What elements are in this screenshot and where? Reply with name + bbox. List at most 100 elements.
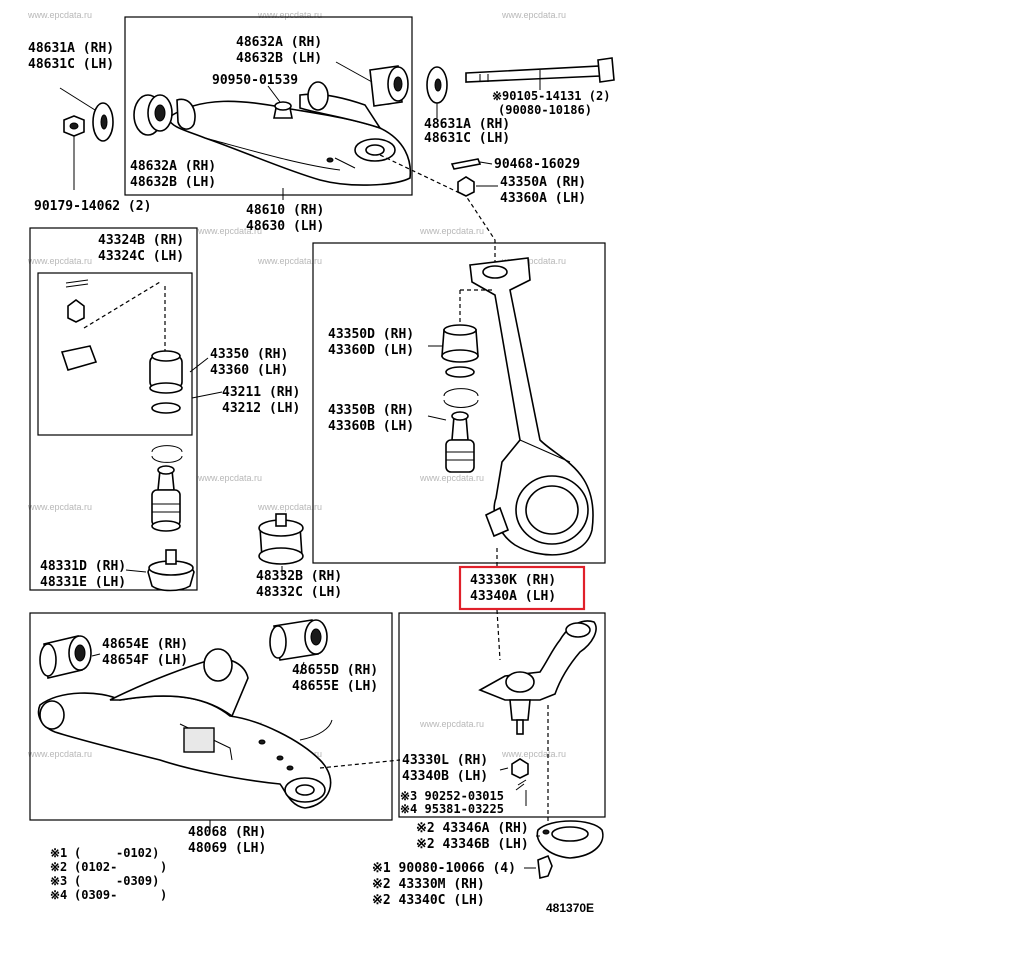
label-upper-bushing-top-lh[interactable]: 48632B (LH) (236, 51, 322, 66)
footnotes: ※1 ( -0102) ※2 (0102- ) ※3 ( -0309) ※4 (… (50, 846, 167, 902)
joint-base (151, 520, 181, 532)
label-joint-kit-rh[interactable]: 43324B (RH) (98, 233, 184, 248)
diagram-code: 481370E (546, 901, 594, 915)
pin-icon (65, 283, 89, 288)
label-upper-joint-rh[interactable]: 43350B (RH) (328, 403, 414, 418)
label-upper-bushing-left-rh[interactable]: 48632A (RH) (130, 159, 216, 174)
leader (479, 161, 493, 165)
knuckle-group (427, 257, 594, 556)
label-arm-assy-rh[interactable]: ※2 43330M (RH) (372, 877, 485, 892)
footnote-open: ( (74, 874, 81, 888)
cotter-pin-icon (515, 779, 527, 791)
leader (299, 661, 305, 675)
bushing-icon (269, 625, 287, 659)
washer-hole (434, 78, 442, 92)
joint-kit-box (37, 272, 193, 436)
label-steering-pin-4[interactable]: ※4 95381-03225 (400, 802, 504, 816)
label-lower-bushing-a-rh[interactable]: 48654E (RH) (102, 637, 188, 652)
leader (189, 357, 209, 373)
ball-stud-thread (516, 719, 524, 735)
label-steering-arm-rh[interactable]: 43330L (RH) (402, 753, 488, 768)
label-dust-cover-lh[interactable]: ※2 43346B (LH) (416, 837, 529, 852)
label-grease-fitting[interactable]: 90950-01539 (212, 73, 298, 88)
label-steering-pin-3[interactable]: ※3 90252-03015 (400, 789, 504, 803)
arm-hole (258, 739, 266, 745)
footnote-open: ( (74, 846, 81, 860)
leader (125, 569, 147, 573)
label-lower-bushing-b-rh[interactable]: 48655D (RH) (292, 663, 378, 678)
footnote-mark: ※3 (50, 874, 67, 888)
arm-bracket-icon (183, 727, 215, 753)
label-nut-left[interactable]: 90179-14062 (2) (34, 199, 151, 214)
upper-arm-box (124, 16, 413, 196)
hub-bore-inner (525, 485, 579, 535)
label-upper-washer-left-lh[interactable]: 48631C (LH) (28, 57, 114, 72)
label-bolt-alt[interactable]: (90080-10186) (498, 103, 592, 117)
leader (191, 391, 223, 399)
label-lower-bushing-a-lh[interactable]: 48654F (LH) (102, 653, 188, 668)
label-cotter-pin[interactable]: 90468-16029 (494, 157, 580, 172)
label-arm-assy-lh[interactable]: ※2 43340C (LH) (372, 893, 485, 908)
arm-hole (276, 755, 284, 761)
boot-top (151, 350, 181, 362)
castle-nut-icon (511, 758, 529, 779)
ring-icon (151, 402, 181, 414)
bolt-head-icon (597, 57, 615, 83)
label-bumper-left-lh[interactable]: 48331E (LH) (40, 575, 126, 590)
label-upper-bushing-left-lh[interactable]: 48632B (LH) (130, 175, 216, 190)
pin-icon (65, 279, 89, 284)
lower-joint-box (29, 227, 198, 591)
watermark: www.epcdata.ru (257, 502, 322, 512)
label-boot-lh[interactable]: 43212 (LH) (222, 401, 300, 416)
bumper-group (125, 513, 304, 592)
label-castle-nut-rh[interactable]: 43350A (RH) (500, 175, 586, 190)
bolt-icon (465, 65, 601, 83)
snap-ring-icon (151, 455, 183, 463)
ball-stud-top (451, 411, 469, 421)
selected-part-highlight[interactable] (458, 565, 586, 611)
watermark: www.epcdata.ru (27, 502, 92, 512)
label-knuckle-rh[interactable]: 43330K (RH) (470, 573, 556, 588)
label-bumper-right-rh[interactable]: 48332B (RH) (256, 569, 342, 584)
knuckle-box (312, 242, 606, 564)
bolt-icon (537, 854, 553, 879)
label-upper-arm-rh[interactable]: 48610 (RH) (246, 203, 324, 218)
label-lower-arm-rh[interactable]: 48068 (RH) (188, 825, 266, 840)
label-upper-joint-lh[interactable]: 43360B (LH) (328, 419, 414, 434)
label-knuckle-lh[interactable]: 43340A (LH) (470, 589, 556, 604)
ring-icon (445, 366, 475, 378)
label-lower-joint-rh[interactable]: 43350 (RH) (210, 347, 288, 362)
label-upper-bushing-top-rh[interactable]: 48632A (RH) (236, 35, 322, 50)
arm-eye-icon (39, 700, 65, 730)
label-arm-bolt[interactable]: ※1 90080-10066 (4) (372, 861, 516, 876)
leader (91, 653, 101, 657)
label-bolt[interactable]: ※90105-14131 (2) (492, 89, 610, 103)
arm-hole (286, 765, 294, 771)
leader (59, 87, 96, 111)
label-boot-rh[interactable]: 43211 (RH) (222, 385, 300, 400)
dust-cover-hole (551, 826, 589, 842)
label-joint-kit-lh[interactable]: 43324C (LH) (98, 249, 184, 264)
label-bumper-left-rh[interactable]: 48331D (RH) (40, 559, 126, 574)
assembly-line (83, 281, 161, 329)
label-upper-boot-rh[interactable]: 43350D (RH) (328, 327, 414, 342)
label-lower-bushing-b-lh[interactable]: 48655E (LH) (292, 679, 378, 694)
steering-arm-box (398, 612, 606, 818)
label-lower-joint-lh[interactable]: 43360 (LH) (210, 363, 288, 378)
watermark: www.epcdata.ru (197, 226, 262, 236)
label-castle-nut-lh[interactable]: 43360A (LH) (500, 191, 586, 206)
lower-arm-box (29, 612, 393, 821)
label-upper-arm-lh[interactable]: 48630 (LH) (246, 219, 324, 234)
label-upper-washer-right-lh[interactable]: 48631C (LH) (424, 131, 510, 146)
label-steering-arm-lh[interactable]: 43340B (LH) (402, 769, 488, 784)
arm-hole (326, 157, 334, 163)
label-bumper-right-lh[interactable]: 48332C (LH) (256, 585, 342, 600)
label-upper-washer-right-rh[interactable]: 48631A (RH) (424, 117, 510, 132)
watermark: www.epcdata.ru (257, 256, 322, 266)
watermark: www.epcdata.ru (419, 473, 484, 483)
label-dust-cover-rh[interactable]: ※2 43346A (RH) (416, 821, 529, 836)
label-upper-boot-lh[interactable]: 43360D (LH) (328, 343, 414, 358)
label-upper-washer-left-rh[interactable]: 48631A (RH) (28, 41, 114, 56)
label-lower-arm-lh[interactable]: 48069 (LH) (188, 841, 266, 856)
